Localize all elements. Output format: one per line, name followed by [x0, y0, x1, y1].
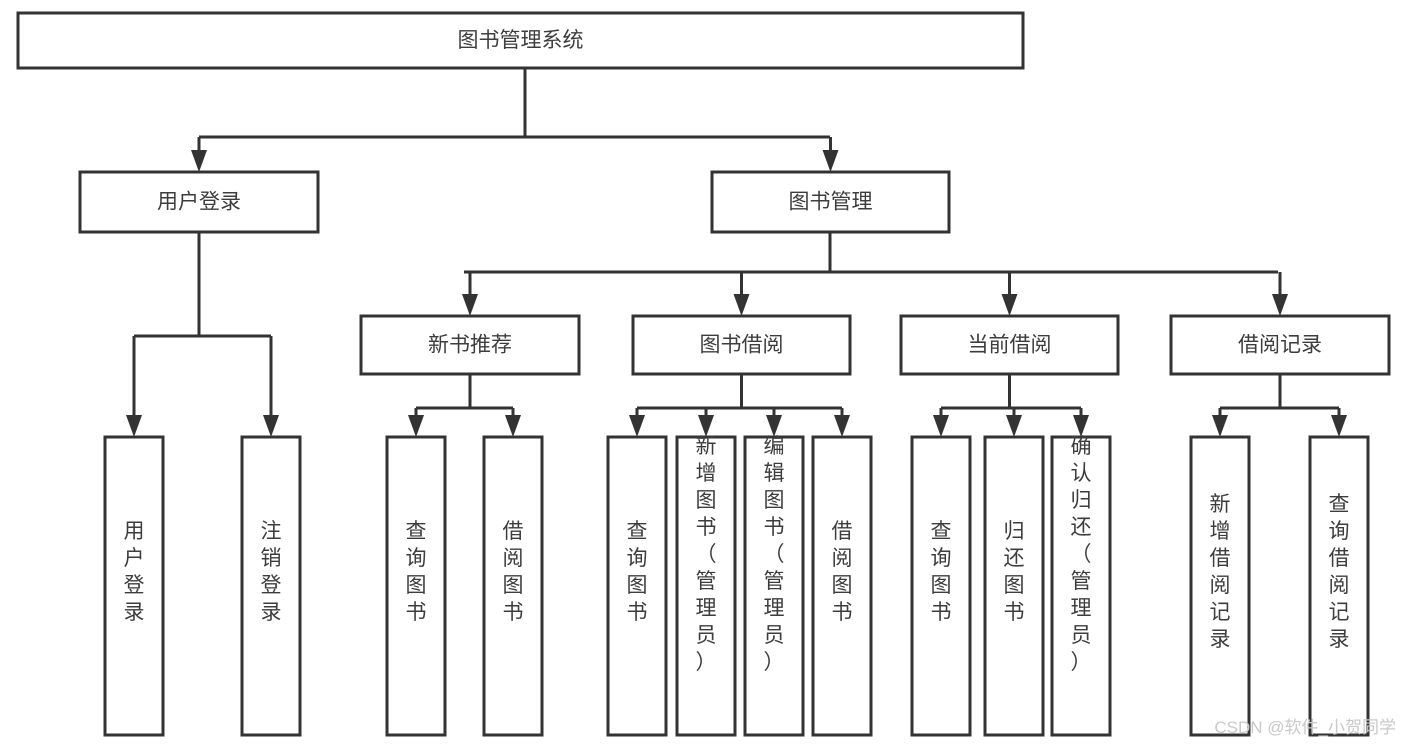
- arrow-to-leaf-query-book-1: [408, 415, 424, 437]
- node-label-leaf-confirm-return: 确认归还（管理员）: [1071, 435, 1092, 674]
- arrow-to-leaf-logout-login: [263, 415, 279, 437]
- node-box-book-management[interactable]: [710, 170, 951, 234]
- node-box-current-borrow[interactable]: [899, 314, 1120, 376]
- node-label-leaf-add-record: 新增借阅记录: [1210, 493, 1231, 651]
- node-leaf-query-book-1[interactable]: 查询图书: [385, 435, 447, 737]
- node-box-user-login[interactable]: [78, 170, 320, 234]
- node-book-borrow[interactable]: 图书借阅: [631, 314, 852, 376]
- node-label-leaf-user-login: 用户登录: [124, 520, 145, 624]
- node-box-leaf-borrow-book-1[interactable]: [482, 435, 544, 737]
- node-label-leaf-query-record: 查询借阅记录: [1329, 493, 1350, 651]
- node-new-book-recommend[interactable]: 新书推荐: [359, 314, 581, 376]
- node-box-leaf-query-book-3[interactable]: [910, 435, 972, 737]
- node-box-leaf-query-book-2[interactable]: [606, 435, 668, 737]
- arrow-to-borrow-record: [1272, 294, 1288, 316]
- node-book-management[interactable]: 图书管理: [710, 170, 951, 234]
- node-leaf-add-record[interactable]: 新增借阅记录: [1189, 435, 1251, 737]
- node-label-leaf-return-book: 归还图书: [1004, 520, 1025, 624]
- node-box-leaf-confirm-return[interactable]: [1050, 435, 1112, 737]
- arrow-to-leaf-add-record: [1212, 415, 1228, 437]
- node-label-user-login: 用户登录: [157, 191, 241, 214]
- arrow-to-leaf-query-book-2: [629, 415, 645, 437]
- node-label-leaf-query-book-2: 查询图书: [627, 520, 648, 624]
- node-label-leaf-borrow-book-2: 借阅图书: [832, 520, 853, 624]
- csdn-watermark: CSDN @软件_小贺同学: [1214, 718, 1396, 737]
- node-box-leaf-borrow-book-2[interactable]: [811, 435, 873, 737]
- node-label-leaf-logout-login: 注销登录: [261, 520, 282, 624]
- node-leaf-return-book[interactable]: 归还图书: [983, 435, 1045, 737]
- node-box-leaf-return-book[interactable]: [983, 435, 1045, 737]
- arrow-to-leaf-user-login: [126, 415, 142, 437]
- connector-layer: [126, 68, 1347, 437]
- node-box-new-book-recommend[interactable]: [359, 314, 581, 376]
- node-label-borrow-record: 借阅记录: [1238, 334, 1322, 357]
- node-root[interactable]: 图书管理系统: [16, 11, 1025, 70]
- node-label-leaf-add-book: 新增图书（管理员）: [696, 435, 717, 674]
- arrow-to-book-borrow: [733, 294, 750, 316]
- node-leaf-confirm-return[interactable]: 确认归还（管理员）: [1050, 435, 1112, 737]
- arrow-to-leaf-return-book: [1006, 415, 1022, 437]
- node-current-borrow[interactable]: 当前借阅: [899, 314, 1120, 376]
- arrow-to-leaf-confirm-return: [1073, 415, 1089, 437]
- node-leaf-query-book-3[interactable]: 查询图书: [910, 435, 972, 737]
- node-label-leaf-query-book-1: 查询图书: [406, 520, 427, 624]
- node-label-book-management: 图书管理: [789, 191, 873, 214]
- node-leaf-edit-book[interactable]: 编辑图书（管理员）: [743, 435, 805, 737]
- node-box-leaf-add-book[interactable]: [675, 435, 737, 737]
- node-leaf-borrow-book-2[interactable]: 借阅图书: [811, 435, 873, 737]
- node-box-leaf-logout-login[interactable]: [240, 435, 302, 737]
- arrow-to-leaf-query-record: [1331, 415, 1347, 437]
- arrow-to-leaf-add-book: [698, 415, 714, 437]
- arrow-to-new-book-recommend: [462, 294, 478, 316]
- node-box-leaf-add-record[interactable]: [1189, 435, 1251, 737]
- node-label-leaf-query-book-3: 查询图书: [931, 520, 952, 624]
- node-label-root: 图书管理系统: [458, 29, 584, 52]
- node-label-leaf-borrow-book-1: 借阅图书: [503, 520, 524, 624]
- node-user-login[interactable]: 用户登录: [78, 170, 320, 234]
- node-layer: 图书管理系统用户登录图书管理新书推荐图书借阅当前借阅借阅记录用户登录注销登录查询…: [16, 11, 1391, 737]
- node-leaf-logout-login[interactable]: 注销登录: [240, 435, 302, 737]
- node-box-leaf-user-login[interactable]: [103, 435, 165, 737]
- node-label-new-book-recommend: 新书推荐: [428, 334, 512, 357]
- node-leaf-user-login[interactable]: 用户登录: [103, 435, 165, 737]
- arrow-to-leaf-borrow-book-1: [505, 415, 521, 437]
- arrow-to-book-management: [822, 150, 839, 172]
- arrow-to-leaf-borrow-book-2: [834, 415, 850, 437]
- node-leaf-query-book-2[interactable]: 查询图书: [606, 435, 668, 737]
- node-box-borrow-record[interactable]: [1169, 314, 1391, 376]
- node-box-root[interactable]: [16, 11, 1025, 70]
- arrow-to-leaf-query-book-3: [933, 415, 949, 437]
- node-leaf-add-book[interactable]: 新增图书（管理员）: [675, 435, 737, 737]
- node-label-book-borrow: 图书借阅: [700, 334, 784, 357]
- node-leaf-query-record[interactable]: 查询借阅记录: [1308, 435, 1370, 737]
- node-borrow-record[interactable]: 借阅记录: [1169, 314, 1391, 376]
- arrow-to-current-borrow: [1001, 294, 1018, 316]
- node-label-current-borrow: 当前借阅: [968, 334, 1052, 357]
- arrow-to-leaf-edit-book: [766, 415, 782, 437]
- arrow-to-user-login: [191, 150, 207, 172]
- node-box-leaf-query-record[interactable]: [1308, 435, 1370, 737]
- node-box-leaf-edit-book[interactable]: [743, 435, 805, 737]
- node-leaf-borrow-book-1[interactable]: 借阅图书: [482, 435, 544, 737]
- node-box-leaf-query-book-1[interactable]: [385, 435, 447, 737]
- node-box-book-borrow[interactable]: [631, 314, 852, 376]
- node-label-leaf-edit-book: 编辑图书（管理员）: [764, 435, 785, 674]
